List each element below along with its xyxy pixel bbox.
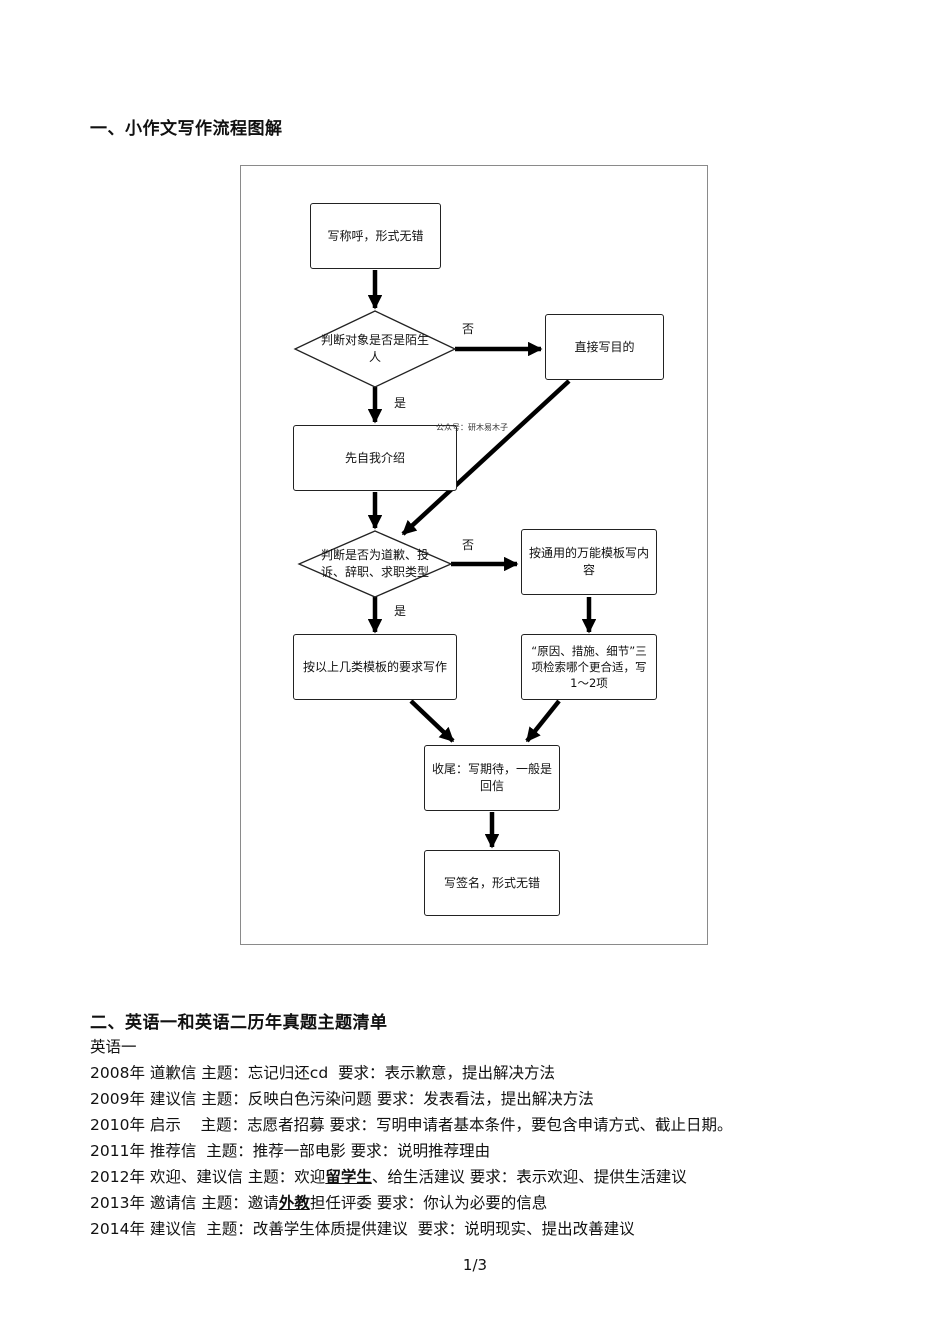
label-no-1: 否 <box>462 322 475 336</box>
topic-row-2014: 2014年 建议信 主题：改善学生体质提供建议 要求：说明现实、提出改善建议 <box>90 1220 635 1238</box>
decision-type-label: 判断是否为道歉、投诉、辞职、求职类型 <box>320 548 429 579</box>
emphasis-text: 外教 <box>278 1194 310 1212</box>
decision-diamond-1 <box>293 310 457 388</box>
topic-row-2013: 2013年 邀请信 主题：邀请外教担任评委 要求：你认为必要的信息 <box>90 1194 548 1212</box>
topic-row-2008: 2008年 道歉信 主题：忘记归还cd 要求：表示歉意，提出解决方法 <box>90 1064 556 1082</box>
flowchart-arrows <box>293 270 597 849</box>
decision-diamond-2 <box>297 530 453 598</box>
node-closing: 收尾：写期待，一般是回信 <box>424 745 560 811</box>
section-1-title: 一、小作文写作流程图解 <box>90 119 283 139</box>
node-state-purpose: 直接写目的 <box>545 314 664 380</box>
decision-stranger-label: 判断对象是否是陌生人 <box>320 333 429 364</box>
node-three-items: “原因、措施、细节”三项检索哪个更合适，写1～2项 <box>521 634 657 700</box>
arrow-n3-n4 <box>409 699 455 743</box>
section-2-title: 二、英语一和英语二历年真题主题清单 <box>90 1013 388 1033</box>
label-yes-1: 是 <box>394 396 407 410</box>
page-number: 1/3 <box>462 1256 488 1274</box>
arrow-direct-d2 <box>401 379 571 536</box>
node-signature: 写签名，形式无错 <box>424 850 560 916</box>
topic-row-2009: 2009年 建议信 主题：反映白色污染问题 要求：发表看法，提出解决方法 <box>90 1090 594 1108</box>
watermark: 公众号：研木易木子 <box>436 423 508 432</box>
list-subtitle: 英语一 <box>90 1038 137 1056</box>
topic-row-2012: 2012年 欢迎、建议信 主题：欢迎留学生、给生活建议 要求：表示欢迎、提供生活… <box>90 1168 687 1186</box>
topic-row-2010: 2010年 启示 主题：志愿者招募 要求：写明申请者基本条件，要包含申请方式、截… <box>90 1116 733 1134</box>
arrow-three-n4 <box>525 699 561 743</box>
topic-list: 英语一 2008年 道歉信 主题：忘记归还cd 要求：表示歉意，提出解决方法 2… <box>90 1034 870 1242</box>
node-universal-template: 按通用的万能模板写内容 <box>521 529 657 595</box>
label-no-2: 否 <box>462 538 475 552</box>
node-self-introduction: 先自我介绍 <box>293 425 457 491</box>
label-yes-2: 是 <box>394 604 407 618</box>
node-write-salutation: 写称呼，形式无错 <box>310 203 441 269</box>
node-category-template: 按以上几类模板的要求写作 <box>293 634 457 700</box>
topic-row-2011: 2011年 推荐信 主题：推荐一部电影 要求：说明推荐理由 <box>90 1142 491 1160</box>
flowchart-figure: 写称呼，形式无错 判断对象是否是陌生人 直接写目的 先自我介绍 公众号：研木易木… <box>240 165 708 945</box>
emphasis-text: 留学生 <box>325 1168 372 1186</box>
